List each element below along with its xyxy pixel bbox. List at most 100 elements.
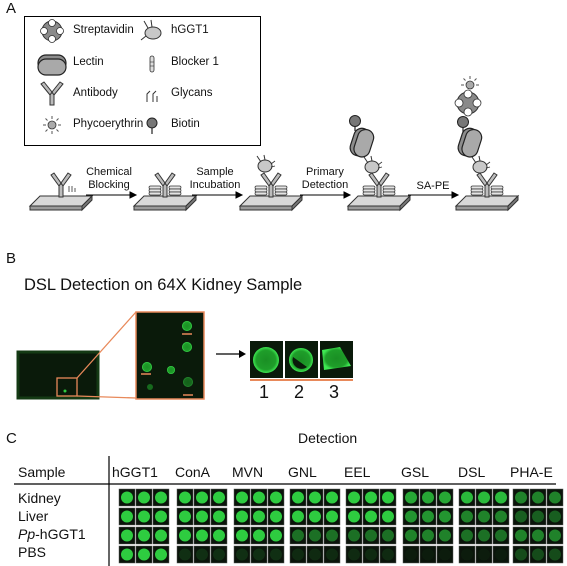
row-2-text: -hGGT1: [35, 526, 86, 542]
array-spot: [348, 491, 360, 504]
legend-label-streptavidin: Streptavidin: [73, 24, 134, 36]
array-spot: [292, 491, 304, 504]
array-spot: [461, 510, 473, 523]
array-spot: [292, 529, 304, 542]
array-tile: [345, 545, 363, 564]
array-spot: [138, 548, 150, 561]
array-spot: [236, 529, 248, 542]
array-spot: [236, 548, 248, 561]
array-spot: [439, 510, 451, 523]
row-3-text: PBS: [18, 544, 47, 560]
array-spot: [138, 491, 150, 504]
array-spot: [478, 548, 490, 561]
panel-c-letter: C: [6, 430, 17, 447]
row-0-text: Kidney: [18, 490, 61, 506]
array-spot: [478, 491, 490, 504]
array-spot: [515, 529, 527, 542]
array-tile: [512, 545, 530, 564]
array-spot: [461, 529, 473, 542]
array-spot: [236, 510, 248, 523]
column-label-eel: EEL: [344, 464, 371, 480]
step-1-line2: Blocking: [88, 179, 130, 191]
streptavidin-icon: [40, 19, 64, 43]
array-tile: [529, 507, 547, 526]
blocker-icon: [149, 55, 155, 73]
step-1-line1: Chemical: [86, 166, 132, 178]
array-spot: [495, 510, 507, 523]
array-spot: [213, 510, 225, 523]
array-spot: [382, 491, 394, 504]
array-spot: [253, 529, 265, 542]
step-2-line1: Sample: [196, 166, 234, 178]
array-spot: [382, 510, 394, 523]
step-3-line2: Detection: [301, 179, 349, 191]
array-spot: [196, 548, 208, 561]
step-label-chemical-blocking: Chemical Blocking: [80, 166, 138, 192]
array-spot: [422, 548, 434, 561]
array-spot: [253, 491, 265, 504]
detection-header: Detection: [298, 430, 358, 446]
array-spot: [326, 529, 338, 542]
array-spot: [549, 548, 561, 561]
row-1-text: Liver: [18, 508, 49, 524]
step-2-line2: Incubation: [189, 179, 241, 191]
row-label-pp-hggt1: Pp-hGGT1: [18, 526, 86, 542]
column-label-gnl: GNL: [288, 464, 317, 480]
array-spot: [495, 529, 507, 542]
array-spot: [309, 491, 321, 504]
legend-label-glycans: Glycans: [171, 87, 213, 99]
array-spot: [292, 510, 304, 523]
array-spot: [532, 548, 544, 561]
array-tile: [306, 545, 324, 564]
array-spot: [478, 529, 490, 542]
spot-label-1: 1: [259, 382, 270, 402]
array-spot: [138, 529, 150, 542]
array-spot: [179, 529, 191, 542]
sample-header: Sample: [18, 464, 66, 480]
array-spot: [532, 510, 544, 523]
array-tile: [233, 545, 251, 564]
phycoerythrin-icon: [43, 116, 61, 134]
array-tile: [546, 507, 564, 526]
array-spot: [405, 548, 417, 561]
array-spot: [138, 510, 150, 523]
array-tile: [529, 545, 547, 564]
array-spot: [155, 548, 167, 561]
array-spot: [155, 529, 167, 542]
array-spot: [121, 491, 133, 504]
array-spot: [309, 529, 321, 542]
array-spot: [196, 510, 208, 523]
column-label-hggt1: hGGT1: [112, 464, 158, 480]
array-spot: [348, 510, 360, 523]
array-spot: [179, 510, 191, 523]
row-label-kidney: Kidney: [18, 490, 61, 506]
hggt1-icon: [140, 19, 162, 41]
step-label-primary-detection: Primary Detection: [296, 166, 354, 192]
legend-label-blocker: Blocker 1: [171, 56, 219, 68]
array-spot: [253, 548, 265, 561]
array-spot: [213, 548, 225, 561]
array-spot: [439, 529, 451, 542]
row-label-liver: Liver: [18, 508, 48, 524]
dsl-images: [16, 311, 353, 400]
legend-box: Streptavidin hGGT1 Lectin Blocker 1 Anti…: [24, 16, 261, 146]
array-spot: [439, 491, 451, 504]
array-tile: [512, 507, 530, 526]
array-spot: [155, 510, 167, 523]
array-spot: [532, 491, 544, 504]
array-spot: [461, 491, 473, 504]
array-spot: [326, 548, 338, 561]
array-spot: [270, 510, 282, 523]
array-spot: [196, 491, 208, 504]
lectin-icon: [37, 54, 67, 76]
array-spot: [461, 548, 473, 561]
array-tile: [436, 545, 454, 564]
array-spot: [422, 491, 434, 504]
array-tile: [250, 545, 268, 564]
step-label-sa-pe: SA-PE: [404, 180, 462, 193]
array-spot: [365, 529, 377, 542]
array-spot: [121, 548, 133, 561]
array-spot: [326, 491, 338, 504]
overview-zoom-box: [56, 377, 78, 397]
